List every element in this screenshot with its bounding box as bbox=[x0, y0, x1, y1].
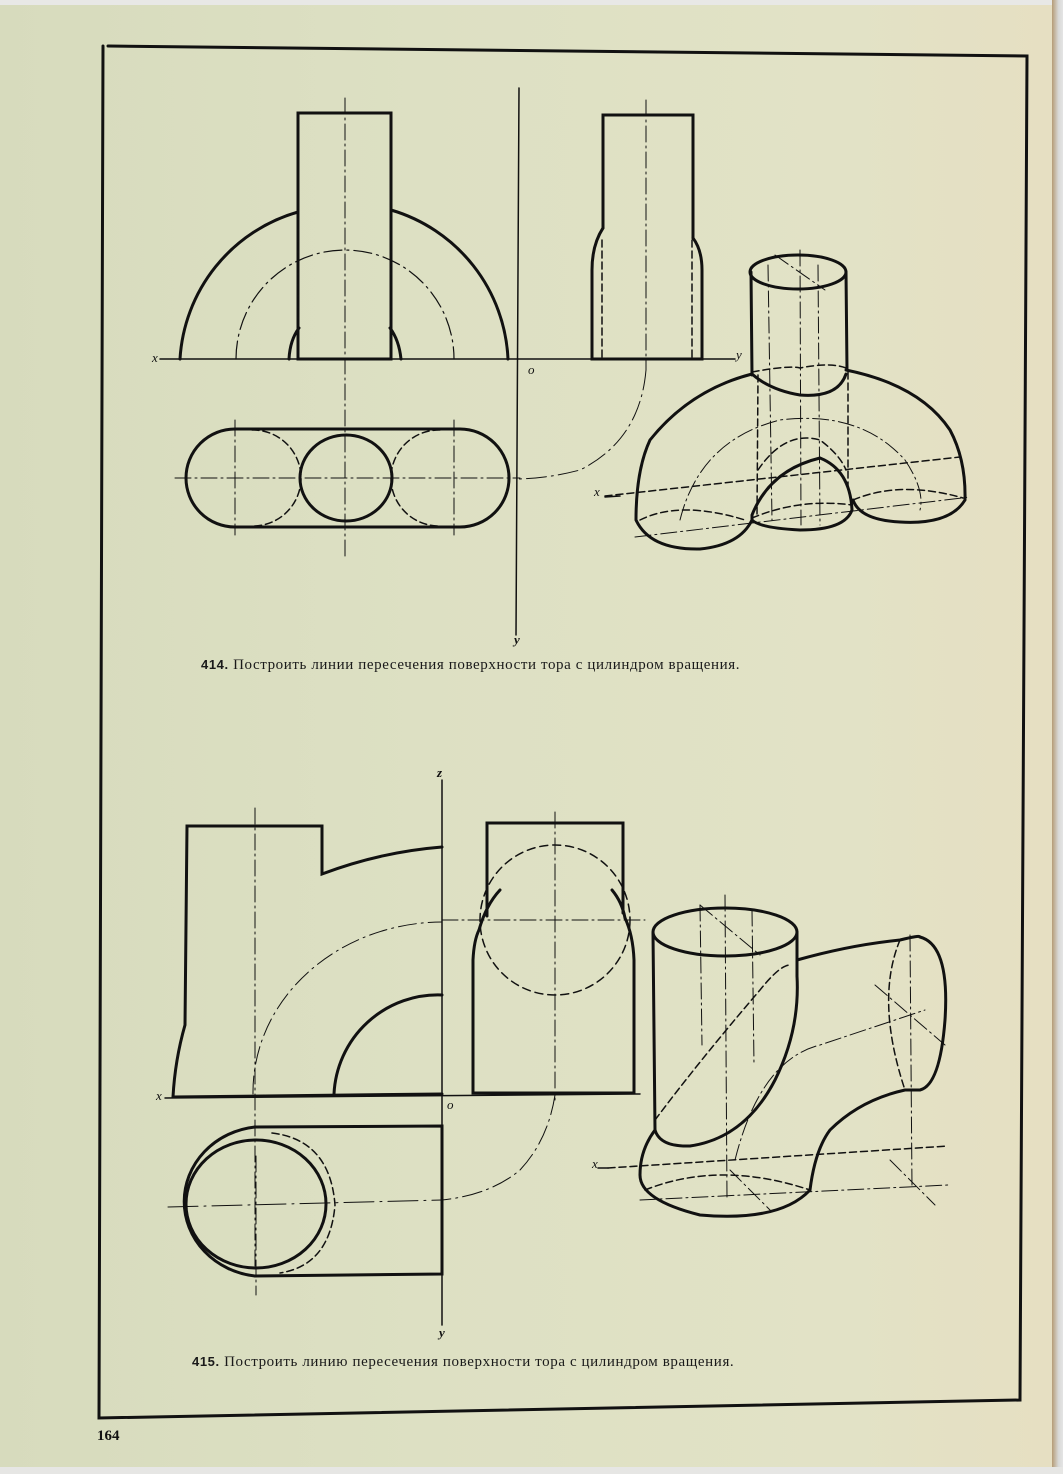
figure-415-number: 415. bbox=[192, 1354, 220, 1369]
figure-414-number: 414. bbox=[201, 657, 229, 672]
figure-414-caption: 414. Построить линии пересечения поверхн… bbox=[201, 657, 740, 674]
scan-bottom-margin bbox=[0, 1467, 1063, 1474]
figure-415-caption: 415. Построить линию пересечения поверхн… bbox=[192, 1354, 734, 1371]
side-view-414 bbox=[518, 99, 704, 480]
axis-label-y-right-414: y bbox=[736, 347, 742, 362]
axis-label-origin-414: o bbox=[528, 362, 535, 377]
scan-top-margin bbox=[0, 0, 1063, 5]
side-view-415 bbox=[441, 811, 646, 1201]
book-page bbox=[0, 5, 1052, 1467]
figure-415 bbox=[164, 779, 949, 1326]
axis-label-x-iso-414: x bbox=[594, 484, 600, 499]
axis-label-y-bottom-414: y bbox=[514, 632, 520, 647]
axis-label-x-415: x bbox=[156, 1088, 162, 1103]
axis-lines-414 bbox=[159, 87, 736, 636]
axis-label-x-414: x bbox=[152, 350, 158, 365]
axis-label-z-415: z bbox=[437, 765, 443, 780]
axis-label-y-bottom-415: y bbox=[439, 1325, 445, 1340]
top-view-414 bbox=[174, 419, 521, 536]
scan-right-edge bbox=[1052, 0, 1063, 1474]
front-view-414 bbox=[178, 97, 510, 561]
isometric-view-415 bbox=[597, 894, 949, 1218]
figure-414-caption-text: Построить линии пересечения поверхности … bbox=[233, 657, 741, 673]
figure-415-caption-text: Построить линию пересечения поверхности … bbox=[224, 1354, 735, 1370]
top-view-415 bbox=[167, 1124, 444, 1296]
isometric-view-414 bbox=[604, 249, 971, 551]
axis-label-x-iso-415: x bbox=[592, 1156, 598, 1171]
front-view-415 bbox=[171, 807, 444, 1271]
page-frame-border bbox=[97, 44, 1029, 1420]
axis-lines-415 bbox=[164, 779, 641, 1326]
page-number: 164 bbox=[97, 1428, 120, 1444]
figure-414 bbox=[159, 87, 971, 636]
axis-label-origin-415: o bbox=[447, 1097, 454, 1112]
